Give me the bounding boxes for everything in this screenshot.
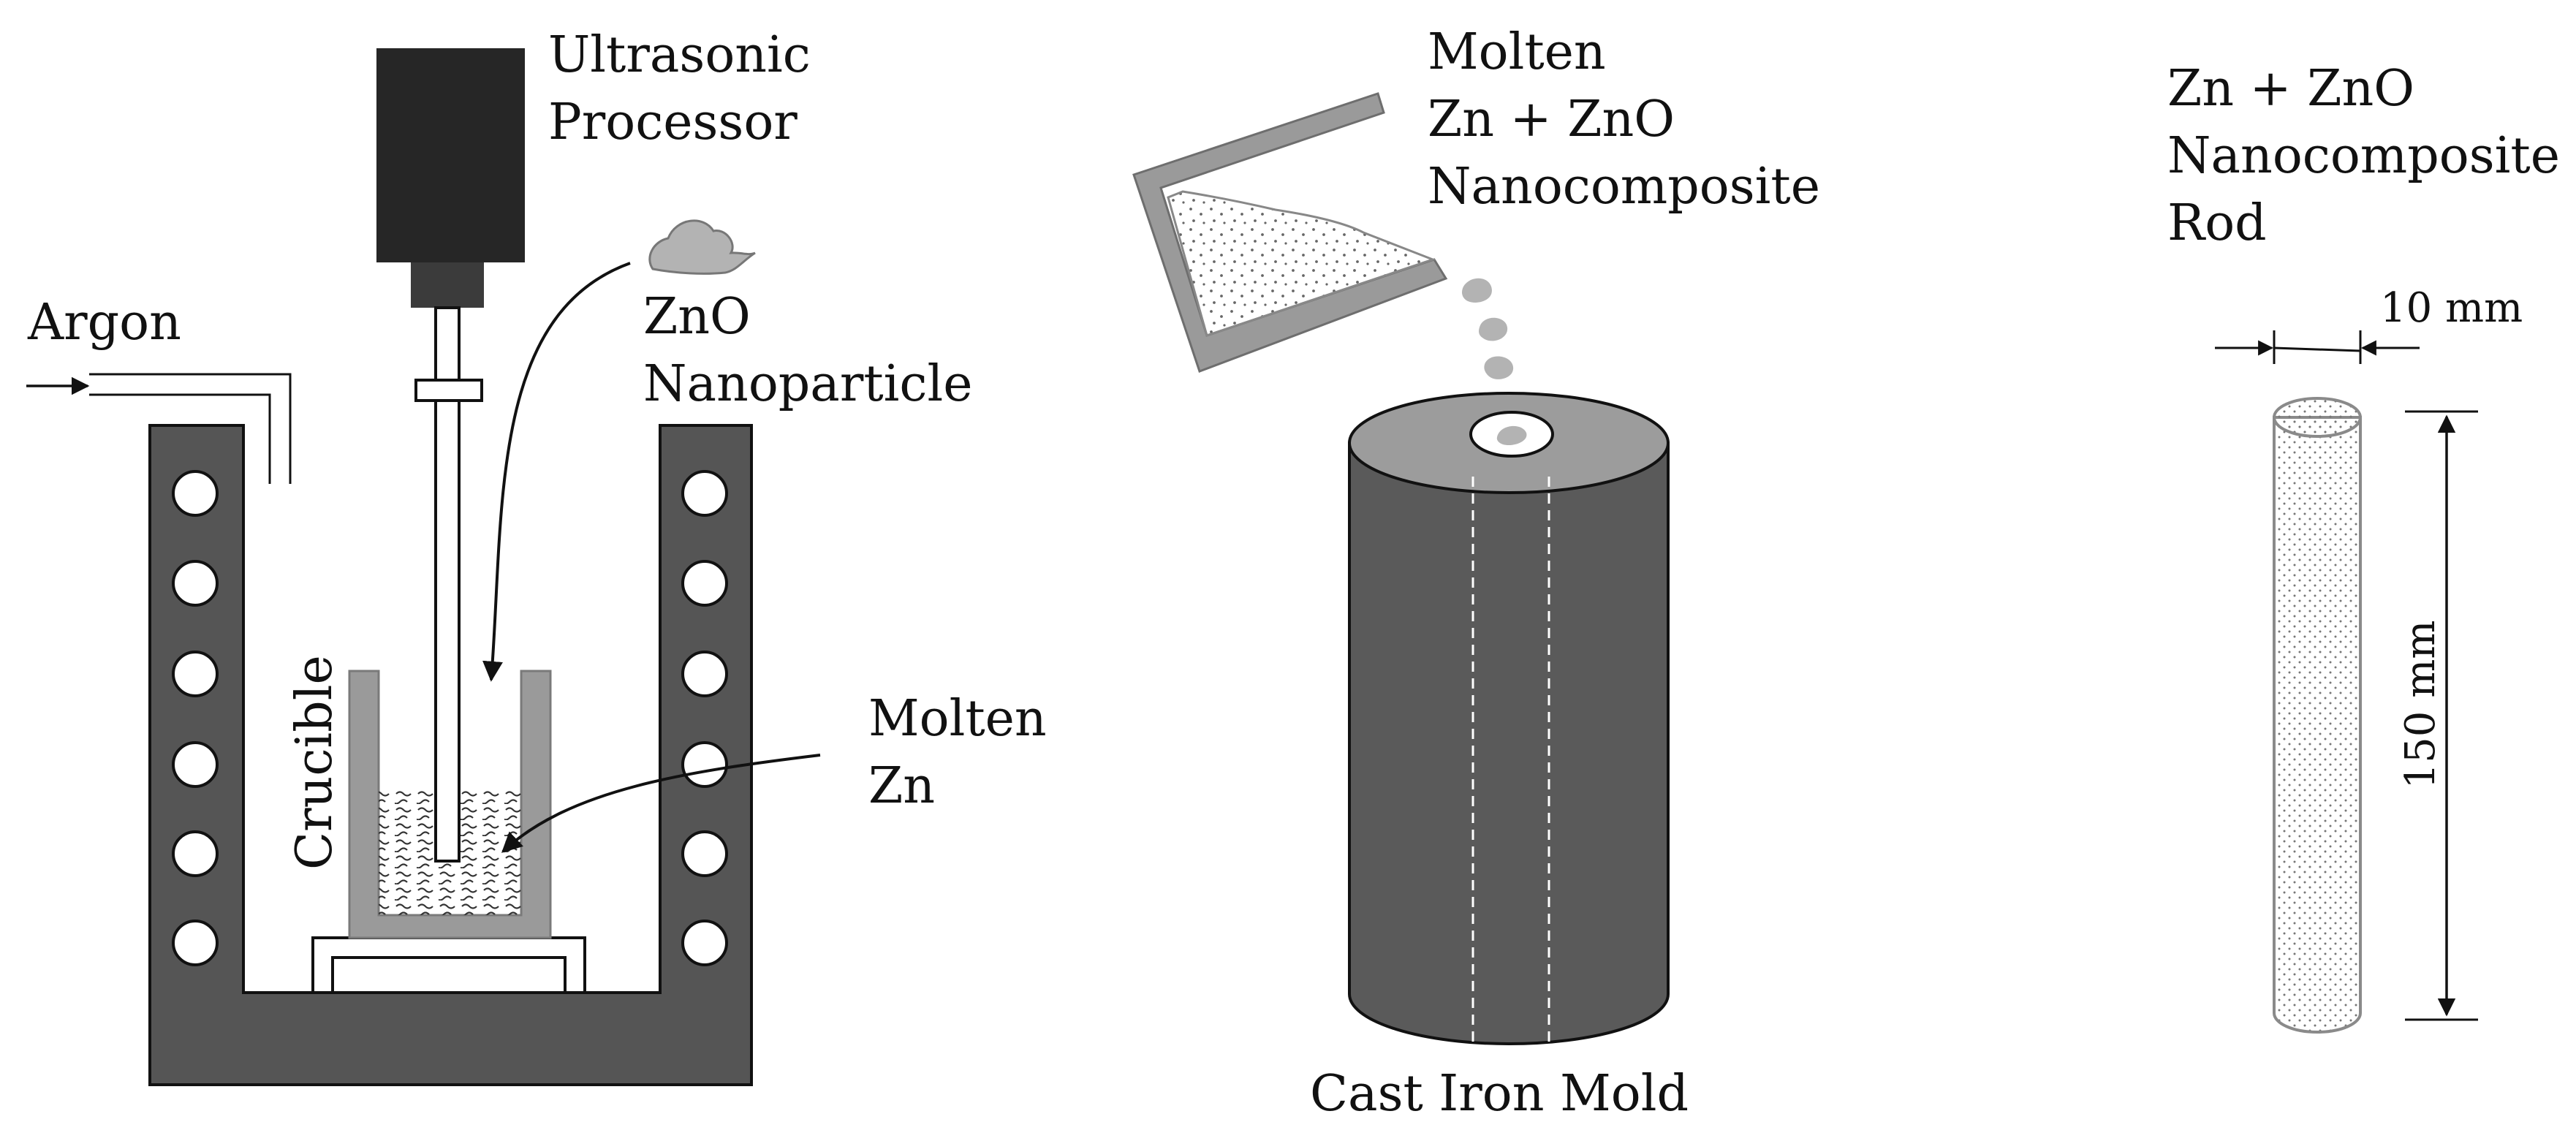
rod-diameter-dimension <box>2215 330 2420 364</box>
molten-zn-arrow <box>501 754 821 853</box>
induction-coils <box>172 470 728 966</box>
rod-length-label: 150 mm <box>2397 620 2444 789</box>
ultrasonic-processor <box>376 48 525 863</box>
coil-turn <box>681 920 728 966</box>
coil-turn <box>172 651 219 697</box>
coil-turn <box>681 830 728 877</box>
horn-clamp <box>414 379 483 402</box>
pour-stream-droplets <box>1462 278 1514 379</box>
coil-turn <box>172 741 219 788</box>
pouring-ladle <box>1132 92 1448 373</box>
molten-composite-label: Molten Zn + ZnO Nanocomposite <box>1428 23 1820 216</box>
molten-zn-label: Molten Zn <box>868 690 1047 815</box>
zno-addition-arrow <box>482 262 631 682</box>
coil-turn <box>172 830 219 877</box>
nanocomposite-rod <box>2273 397 2362 1034</box>
argon-label: Argon <box>28 294 181 352</box>
rod-diameter-label: 10 mm <box>2380 284 2523 332</box>
crucible-label: Crucible <box>286 655 344 870</box>
zno-nanoparticle-cluster <box>648 219 756 275</box>
coil-turn <box>681 651 728 697</box>
cast-iron-mold-label: Cast Iron Mold <box>1310 1065 1689 1123</box>
coil-turn <box>172 920 219 966</box>
rod-title-label: Zn + ZnO Nanocomposite Rod <box>2167 60 2560 252</box>
coil-turn <box>681 560 728 607</box>
coil-turn <box>681 741 728 788</box>
zno-nanoparticle-label: ZnO Nanoparticle <box>643 288 973 413</box>
coil-turn <box>172 470 219 517</box>
coil-turn <box>172 560 219 607</box>
rod-length-dimension <box>2405 410 2478 1021</box>
cast-iron-mold <box>1348 392 1670 1045</box>
argon-inlet-pipe <box>26 373 292 484</box>
ladle-melt <box>1167 190 1436 337</box>
coil-turn <box>681 470 728 517</box>
ultrasonic-processor-label: Ultrasonic Processor <box>548 26 811 151</box>
crucible-stand <box>311 936 586 994</box>
